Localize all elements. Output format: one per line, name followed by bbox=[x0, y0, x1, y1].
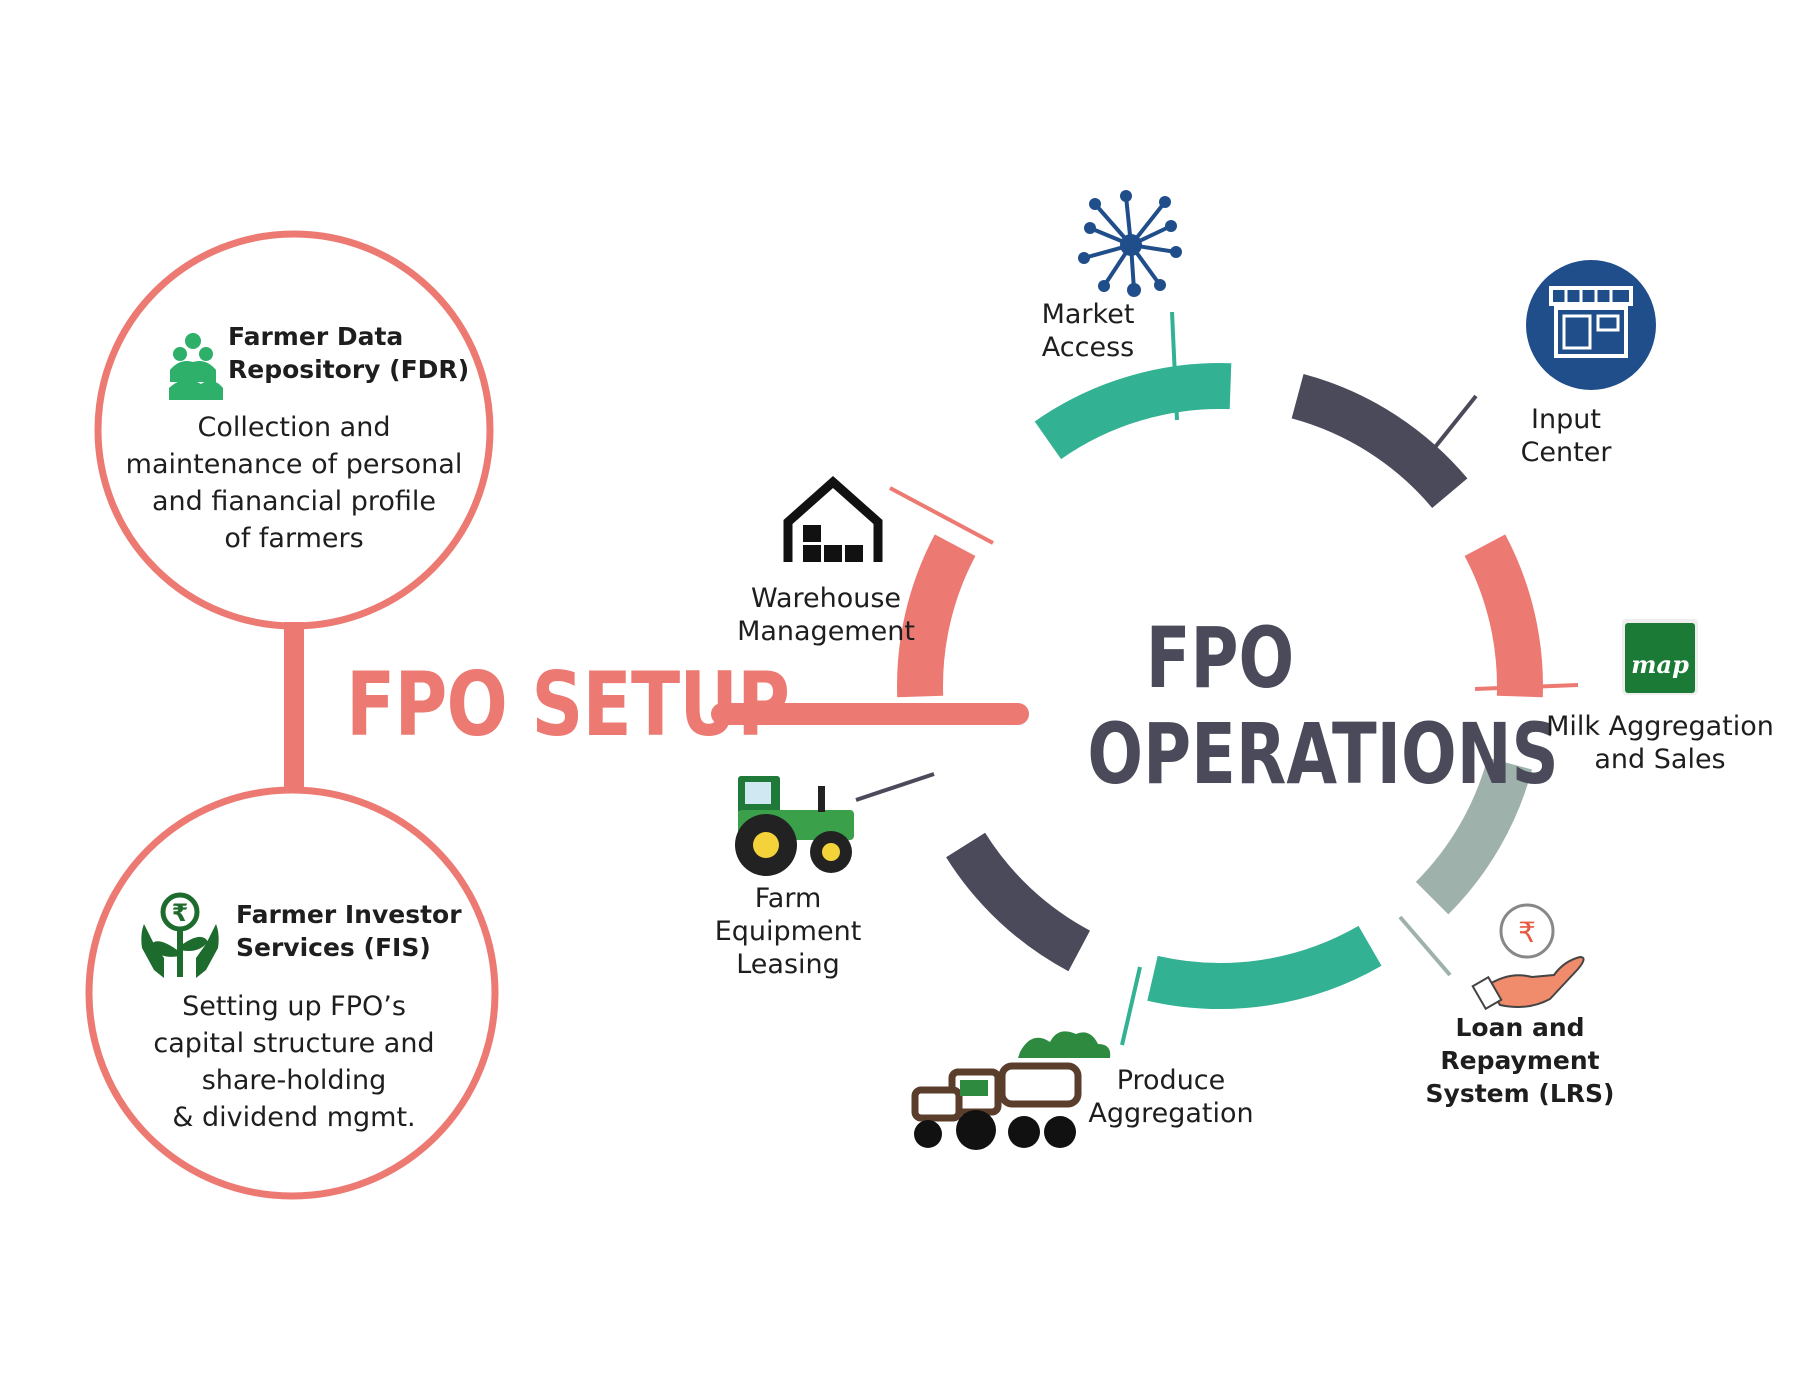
farm-equipment-label: Farm Equipment Leasing bbox=[708, 882, 868, 981]
produce-line1: Produce bbox=[1116, 1065, 1226, 1096]
warehouse-line1: Warehouse bbox=[750, 583, 902, 614]
fpo-operations-title-line1: FPO bbox=[1145, 609, 1295, 707]
fdr-desc-line3: and fianancial profile bbox=[152, 486, 436, 517]
farm-line1: Farm bbox=[754, 883, 822, 914]
fdr-title: Farmer Data Repository (FDR) bbox=[228, 320, 469, 386]
warehouse-label: Warehouse Management bbox=[736, 582, 916, 648]
tractor-trailer-icon bbox=[911, 1031, 1111, 1150]
fis-title-line1: Farmer Investor bbox=[236, 900, 462, 929]
arc-farm-equipment bbox=[946, 832, 1091, 972]
fis-desc-line3: share-holding bbox=[201, 1065, 387, 1096]
fdr-desc-line1: Collection and bbox=[197, 412, 391, 443]
input-center-label: Input Center bbox=[1496, 403, 1636, 469]
market-access-label: Market Access bbox=[1018, 298, 1158, 364]
storefront-icon bbox=[1526, 260, 1656, 390]
rupee-hand-icon: ₹ bbox=[1471, 903, 1585, 1011]
market-access-line2: Access bbox=[1041, 332, 1135, 363]
milk-line2: and Sales bbox=[1594, 744, 1726, 775]
arc-milk bbox=[1464, 534, 1543, 698]
fdr-title-line1: Farmer Data bbox=[228, 322, 404, 351]
operations-ring bbox=[897, 363, 1543, 1009]
fdr-desc-line4: of farmers bbox=[224, 523, 364, 554]
network-hub-icon bbox=[1078, 190, 1182, 297]
fis-desc-line2: capital structure and bbox=[153, 1028, 435, 1059]
people-group-icon bbox=[169, 333, 223, 400]
fdr-desc-line2: maintenance of personal bbox=[125, 449, 463, 480]
arc-warehouse bbox=[897, 534, 976, 698]
farm-line2: Equipment bbox=[714, 916, 862, 947]
loan-repayment-label: Loan and Repayment System (LRS) bbox=[1420, 1011, 1620, 1110]
produce-line2: Aggregation bbox=[1088, 1098, 1254, 1129]
rupee-plant-hands-icon: ₹ bbox=[141, 892, 219, 978]
fpo-setup-title: FPO SETUP bbox=[346, 653, 790, 756]
warehouse-line2: Management bbox=[737, 616, 915, 647]
fis-title-line2: Services (FIS) bbox=[236, 933, 431, 962]
input-center-line1: Input bbox=[1531, 404, 1601, 435]
arc-loan bbox=[1415, 757, 1533, 915]
farm-line3: Leasing bbox=[736, 949, 840, 980]
arc-produce bbox=[1147, 925, 1382, 1009]
tractor-icon bbox=[735, 776, 854, 876]
map-app-icon: map bbox=[1622, 619, 1698, 695]
fis-title: Farmer Investor Services (FIS) bbox=[236, 898, 462, 964]
input-center-line2: Center bbox=[1520, 437, 1612, 468]
warehouse-icon bbox=[783, 475, 883, 562]
map-badge-text: map bbox=[1631, 650, 1689, 679]
fpo-operations-title: FPO OPERATIONS bbox=[1087, 609, 1559, 803]
fis-desc-line4: & dividend mgmt. bbox=[172, 1102, 416, 1133]
fis-rupee-symbol: ₹ bbox=[172, 899, 189, 927]
arc-input-center bbox=[1291, 373, 1468, 509]
fdr-description: Collection and maintenance of personal a… bbox=[124, 409, 464, 557]
leader-lines bbox=[855, 311, 1579, 1046]
market-access-line1: Market bbox=[1041, 299, 1135, 330]
arc-market-access bbox=[1034, 363, 1232, 460]
fis-desc-line1: Setting up FPO’s bbox=[182, 991, 406, 1022]
loan-line3: System (LRS) bbox=[1425, 1079, 1615, 1108]
milk-line1: Milk Aggregation bbox=[1546, 711, 1774, 742]
rupee-symbol: ₹ bbox=[1518, 916, 1536, 949]
loan-line1: Loan and bbox=[1455, 1013, 1585, 1042]
fis-description: Setting up FPO’s capital structure and s… bbox=[124, 988, 464, 1136]
produce-aggregation-label: Produce Aggregation bbox=[1086, 1064, 1256, 1130]
fpo-operations-title-line2: OPERATIONS bbox=[1087, 705, 1559, 803]
circles-connector bbox=[284, 622, 304, 790]
loan-line2: Repayment bbox=[1440, 1046, 1600, 1075]
milk-aggregation-label: Milk Aggregation and Sales bbox=[1540, 710, 1780, 776]
fdr-title-line2: Repository (FDR) bbox=[228, 355, 470, 384]
